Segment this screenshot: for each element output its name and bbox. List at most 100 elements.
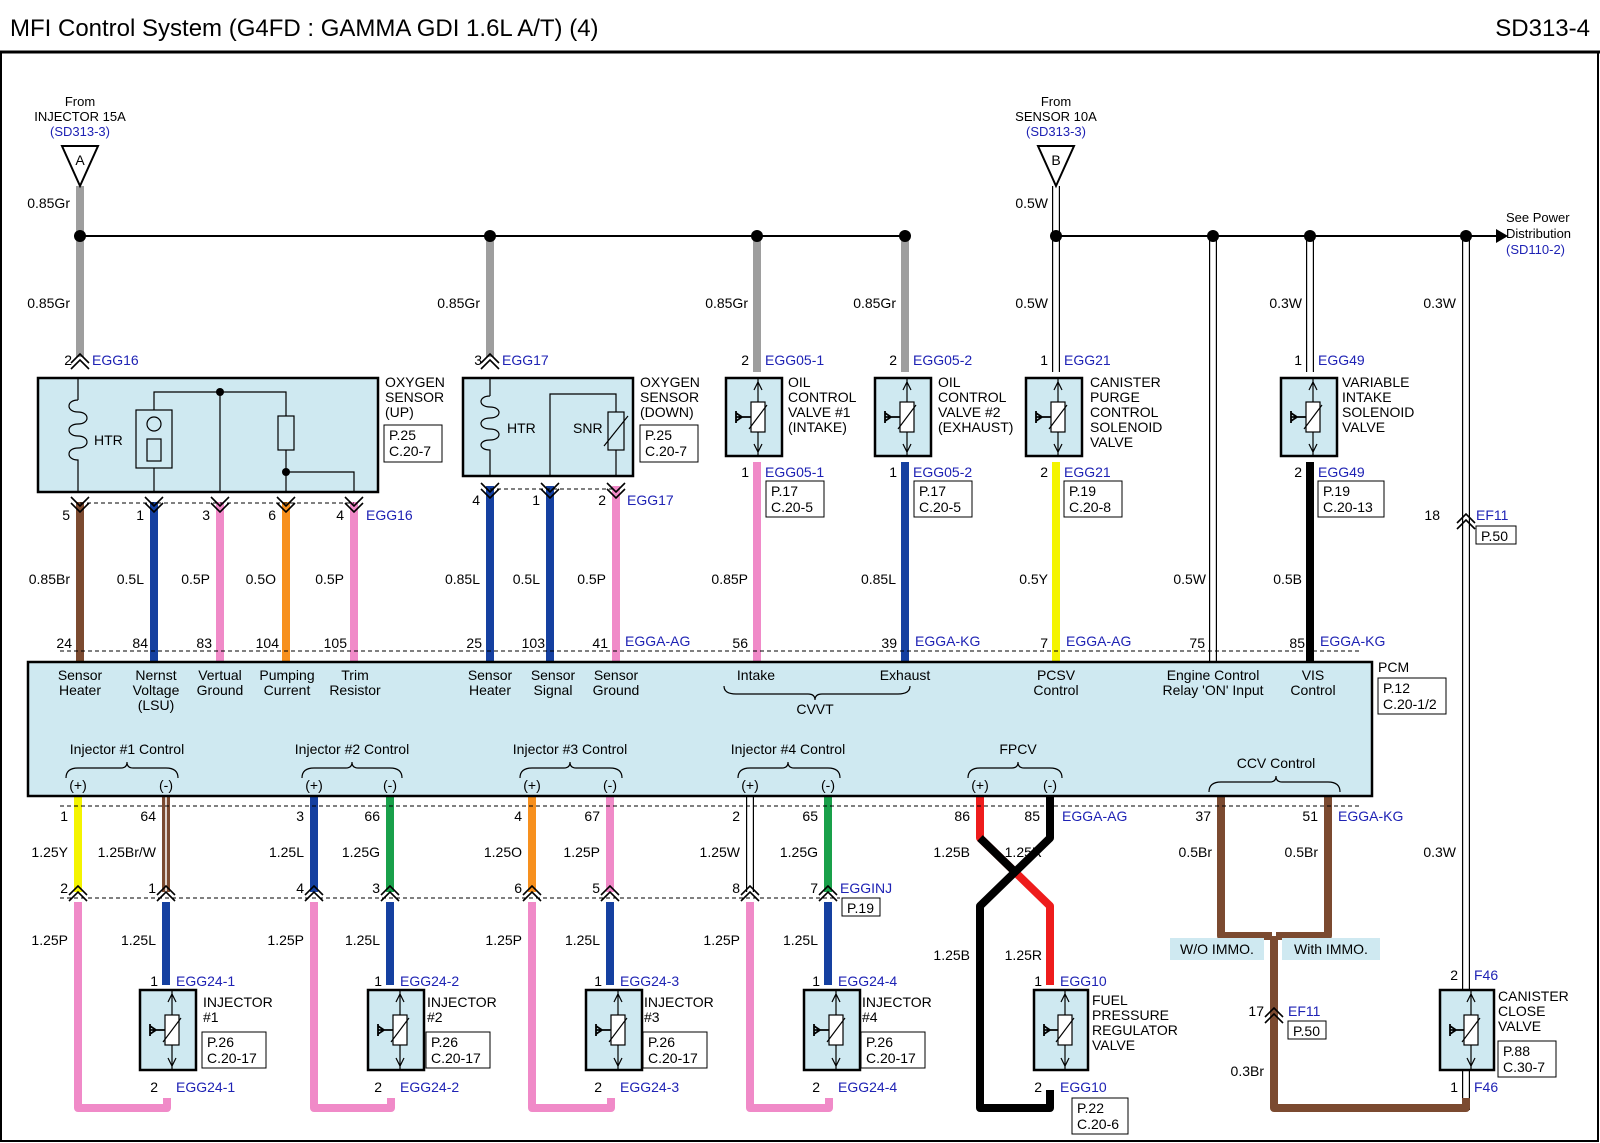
o2-down-htr-label: HTR: [507, 420, 536, 436]
o2-up-name-3: (UP): [385, 404, 414, 420]
injector3-plunger-icon: [595, 1024, 611, 1036]
connector-egginj[interactable]: EGGINJ: [840, 880, 892, 896]
pcsv-plunger-icon: [1035, 411, 1051, 423]
lower-component-labels: INJECTOR #1 P.26 C.20-17 INJECTOR #2 P.2…: [201, 988, 1569, 1135]
connector-egga-ag-fpcv[interactable]: EGGA-AG: [1062, 808, 1127, 824]
connector-egga-ag-pcsv[interactable]: EGGA-AG: [1066, 633, 1131, 649]
ef11-label[interactable]: EF11: [1476, 507, 1509, 523]
connector-egg49-top[interactable]: EGG49: [1318, 352, 1365, 368]
wire-label-o2dn-gr: 0.85Gr: [437, 295, 480, 311]
egg10-pin-top: 1: [1034, 973, 1042, 989]
connector-f46-bottom[interactable]: F46: [1474, 1079, 1498, 1095]
connector-egg05-1-top[interactable]: EGG05-1: [765, 352, 824, 368]
wire-label-inj-feed-0: 1.25L: [121, 932, 156, 948]
inj4-pin-bot: 2: [812, 1079, 820, 1095]
inj1-name-1: INJECTOR: [203, 994, 273, 1010]
pcm-minus-label-3: (-): [821, 777, 835, 793]
connector-label-layer: EGG16EGG16EGG17EGG17EGG05-1EGG05-1EGG05-…: [92, 352, 1498, 1095]
ocv1-name-2: CONTROL: [788, 389, 857, 405]
connector-egg16-bottom[interactable]: EGG16: [366, 507, 413, 523]
wire-label-relay: 0.5W: [1173, 571, 1206, 587]
wire-label-pcsv: 0.5Y: [1019, 571, 1048, 587]
wire-label-inj-upper-6: 1.25W: [700, 844, 741, 860]
pcm-upper-label-4-0: Trim: [341, 667, 368, 683]
connector-egg05-2-bottom[interactable]: EGG05-2: [913, 464, 972, 480]
pcm-plus-label-0: (+): [69, 777, 87, 793]
connector-egg05-1-bottom[interactable]: EGG05-1: [765, 464, 824, 480]
connector-egg21-bottom[interactable]: EGG21: [1064, 464, 1111, 480]
ccv-plunger-icon: [1449, 1024, 1464, 1036]
connector-egga-kg-vis[interactable]: EGGA-KG: [1320, 633, 1385, 649]
source-a-ref[interactable]: (SD313-3): [50, 124, 110, 139]
source-b-ref[interactable]: (SD313-3): [1026, 124, 1086, 139]
pcm-top-pin-2: 83: [196, 635, 212, 651]
injector2-plunger-icon: [377, 1024, 393, 1036]
wire-label-ccv-common: 0.3Br: [1231, 1063, 1265, 1079]
fprv-name-3: REGULATOR: [1092, 1022, 1178, 1038]
o2up-pin-chevron-icon-4: [344, 496, 364, 514]
connector-egga-ag-o2[interactable]: EGGA-AG: [625, 633, 690, 649]
connector-egg17-top[interactable]: EGG17: [502, 352, 549, 368]
wire-ccv-wo: [1217, 796, 1272, 940]
connector-egg10-bottom[interactable]: EGG10: [1060, 1079, 1107, 1095]
ef11-lower-label[interactable]: EF11: [1288, 1003, 1321, 1019]
connector-egg24-2-bottom[interactable]: EGG24-2: [400, 1079, 459, 1095]
o2dn-pin-chevron-icon-2: [606, 482, 626, 500]
pcm-bottom-pin-6: 2: [732, 808, 740, 824]
wire-label-inj-upper-2: 1.25L: [269, 844, 304, 860]
pcm-bottom-pin-10: 37: [1195, 808, 1211, 824]
pcsv-ref-2: C.20-8: [1069, 499, 1111, 515]
ocv2-plunger-icon: [884, 411, 900, 423]
pcsv-ref-box: [1063, 480, 1123, 518]
pcsv-pin-bot: 2: [1040, 464, 1048, 480]
source-b-triangle-icon: [1036, 145, 1076, 189]
connector-egg24-4-top[interactable]: EGG24-4: [838, 973, 897, 989]
wire-fpcv-black: [976, 796, 1054, 1112]
inj4-ref-box: [860, 1031, 926, 1069]
pcm-group-brace-0: [65, 761, 179, 779]
connector-egga-kg-cvvt[interactable]: EGGA-KG: [915, 633, 980, 649]
connector-egg24-3-bottom[interactable]: EGG24-3: [620, 1079, 679, 1095]
pcm-body: [26, 660, 1374, 798]
pcsv-arrows-icon: [1053, 380, 1063, 454]
connector-egg24-1-top[interactable]: EGG24-1: [176, 973, 235, 989]
connector-egg24-2-top[interactable]: EGG24-2: [400, 973, 459, 989]
connector-egg10-top[interactable]: EGG10: [1060, 973, 1107, 989]
power-dist-ref[interactable]: (SD110-2): [1506, 242, 1565, 257]
pcm-ref-box: [1377, 677, 1447, 715]
pcm-upper-label-8-0: Intake: [737, 667, 775, 683]
connector-f46-top[interactable]: F46: [1474, 967, 1498, 983]
pcm-group-label-5: CCV Control: [1237, 755, 1316, 771]
vis-pin-bot: 2: [1294, 464, 1302, 480]
ef11-pin-a: 18: [1424, 507, 1440, 523]
vis-name-3: SOLENOID: [1342, 404, 1414, 420]
ef11-lower-ref-box: [1287, 1020, 1327, 1040]
o2-up-junction-dot-2: [282, 468, 290, 476]
egg17-pin: 3: [474, 352, 482, 368]
connector-egg49-bottom[interactable]: EGG49: [1318, 464, 1365, 480]
connector-egg05-2-top[interactable]: EGG05-2: [913, 352, 972, 368]
connector-egga-kg-ccv[interactable]: EGGA-KG: [1338, 808, 1403, 824]
injector3-arrows-icon: [613, 992, 623, 1068]
connector-egg16-top[interactable]: EGG16: [92, 352, 139, 368]
connector-egg21-top[interactable]: EGG21: [1064, 352, 1111, 368]
ocv1-ref-box: [765, 480, 825, 518]
fprv-arrows-icon: [1060, 992, 1070, 1068]
wire-label-o2dn-2: 0.5P: [577, 571, 606, 587]
o2-up-name-1: OXYGEN: [385, 374, 445, 390]
ccv-name-2: CLOSE: [1498, 1003, 1545, 1019]
vis-ref-1: P.19: [1323, 483, 1350, 499]
with-immo-box: [1282, 938, 1380, 960]
o2-up-htr-label: HTR: [94, 432, 123, 448]
ef11-lower-ref: P.50: [1293, 1023, 1320, 1039]
egginj-ref: P.19: [847, 900, 874, 916]
connector-egg24-1-bottom[interactable]: EGG24-1: [176, 1079, 235, 1095]
wire-inj3-loop: [528, 902, 615, 1112]
pcm-minus-label-0: (-): [159, 777, 173, 793]
connector-egg24-4-bottom[interactable]: EGG24-4: [838, 1079, 897, 1095]
pcsv-name-2: PURGE: [1090, 389, 1140, 405]
connector-egg17-bottom[interactable]: EGG17: [627, 492, 674, 508]
connector-egg24-3-top[interactable]: EGG24-3: [620, 973, 679, 989]
wire-label-o2dn-0: 0.85L: [445, 571, 480, 587]
